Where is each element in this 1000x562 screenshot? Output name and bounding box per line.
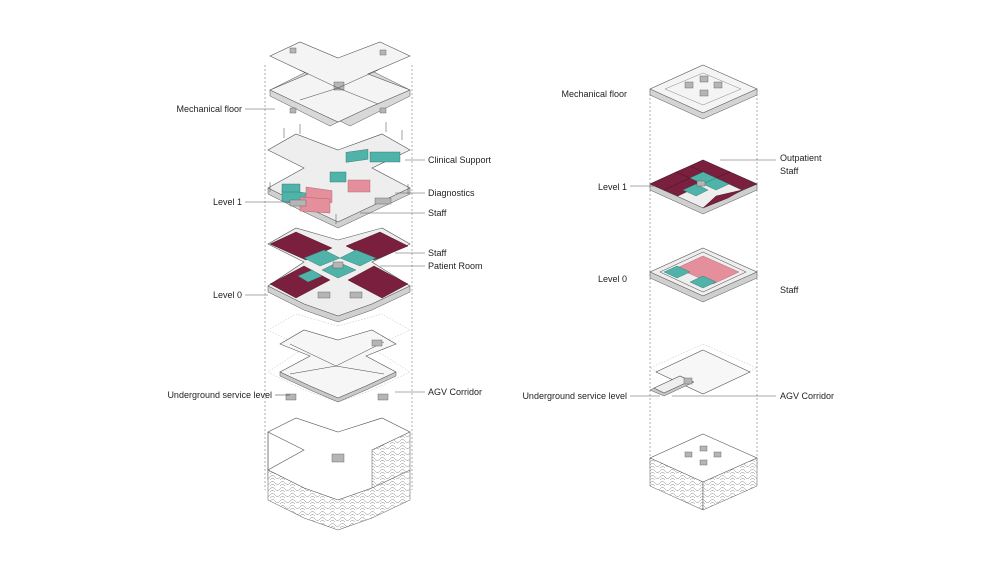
label-level-1-left: Level 1	[213, 197, 242, 207]
label-underground-right: Underground service level	[522, 391, 627, 401]
label-staff-l1-right: Staff	[780, 166, 799, 176]
label-clinical-support: Clinical Support	[428, 155, 492, 165]
label-mechanical-floor-right: Mechanical floor	[561, 89, 627, 99]
label-diagnostics: Diagnostics	[428, 188, 475, 198]
left-mechanical-floor	[269, 41, 411, 127]
label-mechanical-floor-left: Mechanical floor	[176, 104, 242, 114]
label-outpatient: Outpatient	[780, 153, 822, 163]
left-underground-level	[267, 313, 411, 403]
label-staff-l0-left: Staff	[428, 248, 447, 258]
left-stack: Mechanical floor Level 1 Level 0 Undergr…	[167, 41, 492, 531]
left-level-1	[267, 122, 411, 229]
right-underground-level	[649, 343, 758, 397]
right-foundation	[649, 433, 758, 511]
label-patient-room: Patient Room	[428, 261, 483, 271]
label-agv-corridor-left: AGV Corridor	[428, 387, 482, 397]
label-staff-l0-right: Staff	[780, 285, 799, 295]
label-level-1-right: Level 1	[598, 182, 627, 192]
label-level-0-left: Level 0	[213, 290, 242, 300]
label-staff-l1-left: Staff	[428, 208, 447, 218]
label-level-0-right: Level 0	[598, 274, 627, 284]
left-foundation	[267, 417, 411, 531]
left-level-0	[267, 227, 411, 323]
label-agv-corridor-right: AGV Corridor	[780, 391, 834, 401]
right-level-1	[649, 159, 758, 215]
right-mechanical-floor	[649, 64, 758, 120]
label-underground-left: Underground service level	[167, 390, 272, 400]
right-stack: Mechanical floor Level 1 Level 0 Undergr…	[522, 64, 834, 511]
right-level-0	[649, 247, 758, 303]
